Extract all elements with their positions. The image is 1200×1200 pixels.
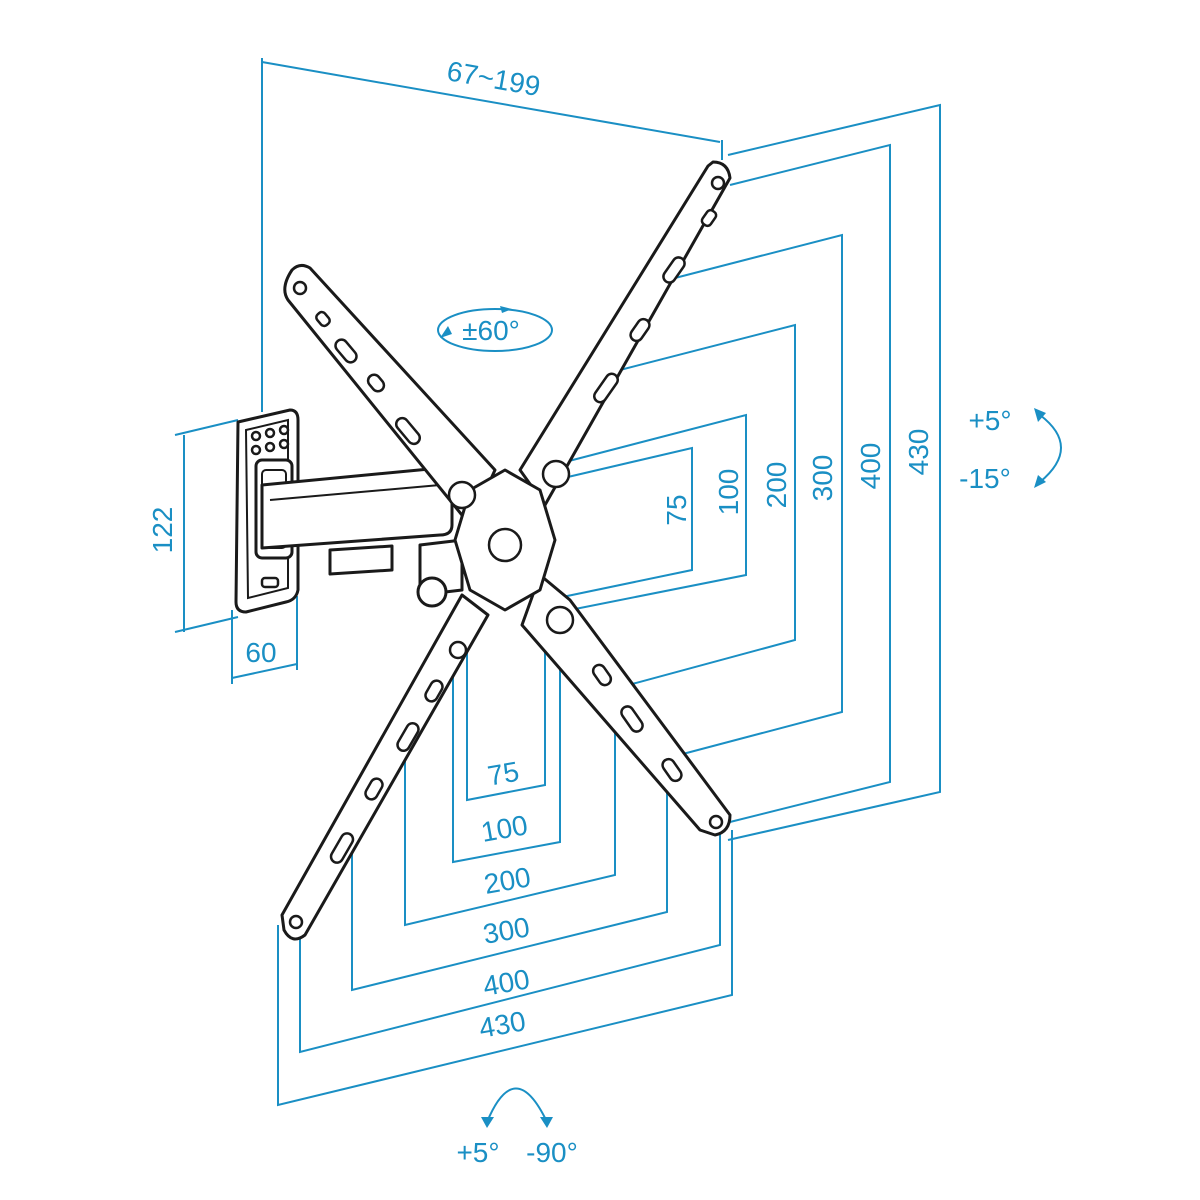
vesa-h-200: 200 (482, 861, 533, 900)
vesa-v-400: 400 (855, 443, 886, 490)
tilt-arrow-icon (1039, 414, 1062, 483)
wall-plate-dimensions: 122 60 (147, 419, 298, 684)
vesa-v-300: 300 (807, 455, 838, 502)
vesa-h-400: 400 (481, 963, 532, 1002)
tilt-up-label: +5° (968, 405, 1011, 436)
wall-plate-width-label: 60 (245, 637, 276, 668)
wall-plate-height-label: 122 (147, 507, 178, 554)
vertical-vesa-dimensions: 75 100 200 300 400 430 (547, 103, 941, 841)
arm-extension-dimension: 67~199 (261, 55, 723, 412)
vesa-v-430: 430 (903, 429, 934, 476)
pan-right-label: -90° (526, 1137, 578, 1168)
pan-indicator: +5° -90° (456, 1087, 578, 1168)
vesa-h-300: 300 (481, 911, 532, 950)
arm-extension-label: 67~199 (445, 55, 543, 102)
pan-arrow-icon (486, 1087, 548, 1123)
vesa-v-75: 75 (661, 494, 692, 525)
mount-arm (260, 466, 464, 608)
swivel-arrow-icon (437, 308, 553, 352)
swivel-label: ±60° (462, 315, 520, 346)
tilt-down-label: -15° (959, 463, 1011, 494)
vesa-v-200: 200 (761, 462, 792, 509)
vesa-bracket (280, 160, 732, 941)
tilt-indicator: +5° -15° (959, 405, 1062, 494)
vesa-h-75: 75 (485, 756, 521, 792)
vesa-h-100: 100 (479, 809, 530, 848)
pan-left-label: +5° (456, 1137, 499, 1168)
swivel-indicator: ±60° (437, 306, 553, 352)
vesa-v-100: 100 (713, 469, 744, 516)
vesa-h-430: 430 (477, 1005, 528, 1044)
